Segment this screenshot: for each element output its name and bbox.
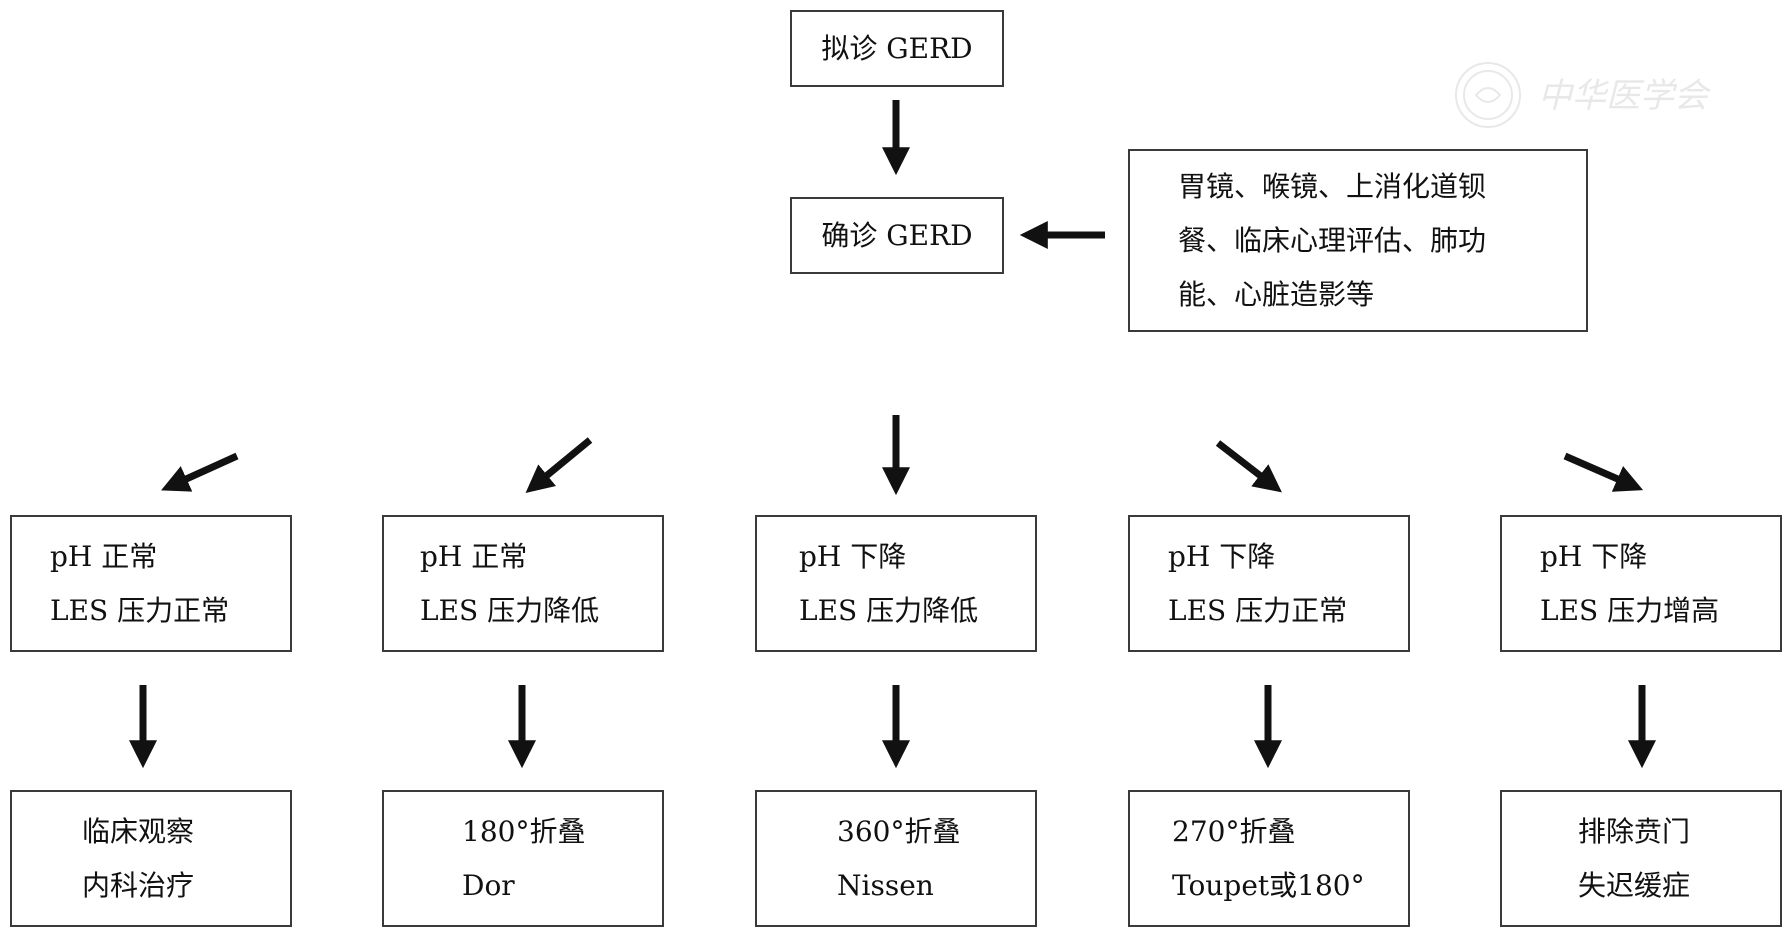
condition-box-4: pH 下降 LES 压力正常 [1128, 515, 1410, 652]
treatment-line-1: 排除贲门 [1578, 814, 1691, 848]
condition-les-text: LES 压力增高 [1540, 593, 1720, 627]
treatment-box-5: 排除贲门 失迟缓症 [1500, 790, 1782, 927]
condition-ph-text: pH 下降 [1168, 539, 1276, 573]
node-suspected-label: 拟诊 GERD [821, 31, 973, 65]
watermark-text: 中华医学会 [1538, 76, 1712, 116]
condition-box-2: pH 正常 LES 压力降低 [382, 515, 664, 652]
treatment-line-1: 临床观察 [82, 814, 195, 848]
treatment-line-1: 270°折叠 [1172, 814, 1296, 848]
treatment-line-1: 180°折叠 [462, 814, 586, 848]
treatment-line-2: Nissen [837, 868, 934, 902]
condition-box-3: pH 下降 LES 压力降低 [755, 515, 1037, 652]
condition-ph-text: pH 正常 [50, 539, 158, 573]
condition-ph-text: pH 下降 [1540, 539, 1648, 573]
treatment-line-1: 360°折叠 [837, 814, 961, 848]
arrow-branch-4 [1215, 440, 1282, 493]
node-suspected-gerd: 拟诊 GERD [790, 10, 1004, 87]
arrow-branch-1 [161, 452, 239, 492]
treatment-line-2: Toupet或180° [1172, 868, 1365, 902]
seal-icon [1455, 62, 1521, 128]
condition-les-text: LES 压力降低 [420, 593, 600, 627]
condition-ph-text: pH 正常 [420, 539, 528, 573]
treatment-box-3: 360°折叠 Nissen [755, 790, 1037, 927]
condition-box-1: pH 正常 LES 压力正常 [10, 515, 292, 652]
arrow-branch-2 [525, 437, 593, 494]
condition-ph-text: pH 下降 [799, 539, 907, 573]
treatment-line-2: 内科治疗 [82, 868, 195, 902]
treatment-box-1: 临床观察 内科治疗 [10, 790, 292, 927]
condition-les-text: LES 压力正常 [50, 593, 230, 627]
treatment-box-2: 180°折叠 Dor [382, 790, 664, 927]
condition-les-text: LES 压力降低 [799, 593, 979, 627]
node-confirmed-label: 确诊 GERD [821, 218, 973, 252]
node-confirmed-gerd: 确诊 GERD [790, 197, 1004, 274]
watermark-logo: 中华医学会 [1455, 62, 1712, 128]
tests-line-3: 能、心脏造影等 [1178, 277, 1375, 311]
node-diagnostic-tests: 胃镜、喉镜、上消化道钡 餐、临床心理评估、肺功 能、心脏造影等 [1128, 149, 1588, 332]
treatment-line-2: 失迟缓症 [1578, 868, 1691, 902]
condition-les-text: LES 压力正常 [1168, 593, 1348, 627]
treatment-box-4: 270°折叠 Toupet或180° [1128, 790, 1410, 927]
treatment-line-2: Dor [462, 868, 515, 902]
tests-line-2: 餐、临床心理评估、肺功 [1178, 223, 1487, 257]
tests-line-1: 胃镜、喉镜、上消化道钡 [1178, 169, 1487, 203]
condition-box-5: pH 下降 LES 压力增高 [1500, 515, 1782, 652]
arrow-branch-5 [1563, 452, 1644, 492]
